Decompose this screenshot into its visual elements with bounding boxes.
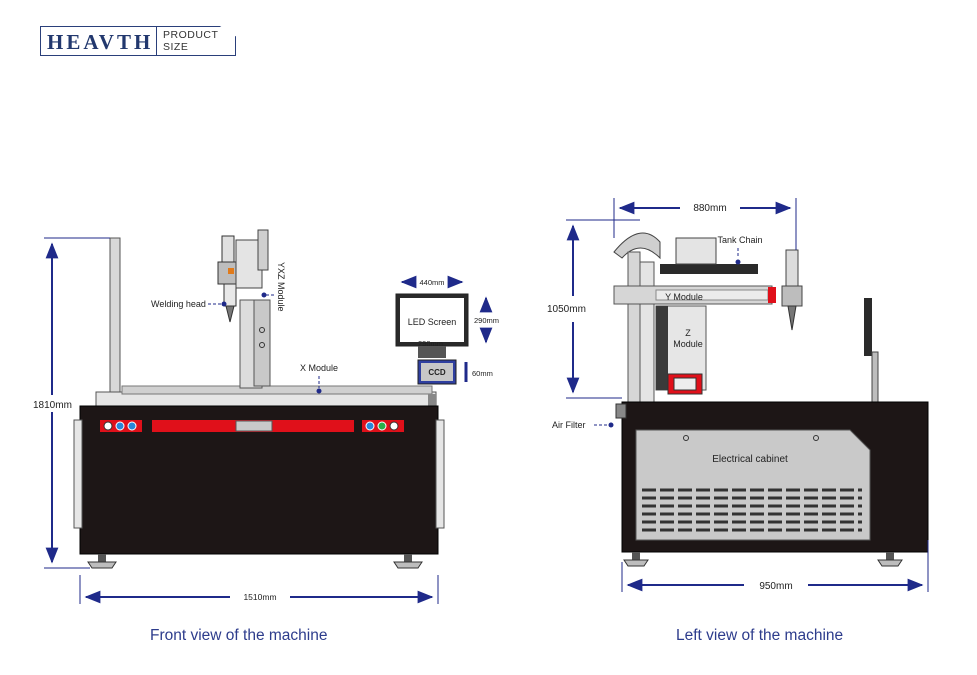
front-ccd-face [421, 363, 453, 381]
left-head-body [781, 285, 803, 307]
left-head-tip [787, 305, 797, 331]
electrical-cabinet-label: Electrical cabinet [712, 454, 788, 465]
front-head-cable [257, 229, 269, 271]
ccd-height-label: 60mm [472, 369, 493, 378]
left-foot-right [877, 559, 903, 567]
ccd-width-label: 290mm [418, 339, 443, 348]
cabinet-screw [683, 435, 689, 441]
brand-name: HEAVTH [47, 30, 154, 54]
front-cabinet-side-left [73, 419, 83, 529]
cabinet-screw [813, 435, 819, 441]
welding-head-label: Welding head [151, 299, 206, 309]
front-button-right-1 [365, 421, 375, 431]
welding-head-dot [221, 301, 227, 307]
led-screen-label: LED Screen [408, 317, 457, 327]
left-height-label: 1050mm [547, 304, 586, 315]
front-pole [109, 237, 121, 397]
z-module-label-line1: Z [685, 328, 691, 338]
front-button-left-2 [115, 421, 125, 431]
front-monitor-screen [400, 298, 464, 342]
front-cabinet-side-right [435, 419, 445, 529]
front-foot-stem [404, 554, 412, 562]
tank-chain-dot [735, 259, 741, 265]
left-display-panel [864, 298, 872, 356]
air-filter-device [615, 403, 627, 419]
front-button-left-3 [127, 421, 137, 431]
left-column-inner [639, 261, 655, 403]
air-filter-label: Air Filter [552, 420, 586, 430]
y-module-stop [768, 287, 776, 303]
air-filter-dot [608, 422, 614, 428]
screen-width-label: 440mm [419, 278, 444, 287]
left-column-outer [627, 251, 641, 403]
front-foot-left [87, 561, 117, 569]
front-gantry-bolt [259, 342, 265, 348]
front-height-label: 1810mm [33, 400, 72, 411]
yxz-module-label: YXZ Module [276, 262, 286, 312]
x-module-label: X Module [300, 363, 338, 373]
left-motor [675, 237, 717, 265]
front-button-right-3 [389, 421, 399, 431]
brand-logo: HEAVTH PRODUCT SIZE [40, 26, 238, 56]
left-view-caption: Left view of the machine [676, 627, 844, 644]
front-panel-handle [235, 420, 273, 432]
front-ccd-mount [428, 394, 436, 408]
front-gantry-bolt [259, 327, 265, 333]
brand-logo-box: HEAVTH [40, 26, 157, 56]
front-view-drawing: 1810mm 1510mm 440mm 290mm 290mm 60mm LED… [33, 229, 499, 604]
front-foot-stem [98, 554, 106, 562]
left-display-arm [871, 351, 879, 403]
brand-tag-line1: PRODUCT [163, 29, 219, 41]
front-foot-right [393, 561, 423, 569]
brand-tag-line2: SIZE [163, 41, 189, 53]
tank-chain [660, 264, 758, 274]
left-foot-stem [886, 552, 894, 560]
left-foot-left [623, 559, 649, 567]
brand-tag: PRODUCT SIZE [155, 26, 236, 56]
x-module-dot [316, 388, 322, 394]
cabinet-vents [642, 488, 862, 532]
front-width-label: 1510mm [243, 592, 276, 602]
front-view-caption: Front view of the machine [150, 627, 328, 644]
tank-chain-label: Tank Chain [717, 235, 762, 245]
front-head-marker [228, 268, 234, 274]
front-x-rail [121, 385, 433, 395]
front-head-tip [225, 305, 235, 323]
left-foot-stem [632, 552, 640, 560]
left-top-width-label: 880mm [693, 203, 726, 214]
z-module-window [673, 377, 697, 391]
front-button-left-1 [103, 421, 113, 431]
screen-height-label: 290mm [474, 316, 499, 325]
z-module-chain [656, 306, 668, 390]
ccd-label: CCD [428, 368, 446, 377]
left-base-width-label: 950mm [759, 581, 792, 592]
y-module-label: Y Module [665, 292, 703, 302]
left-view-drawing: 880mm 1050mm 950mm Y Module Z Module Tan… [547, 198, 929, 592]
left-head-top [785, 249, 799, 287]
yxz-module-dot [261, 292, 267, 298]
front-button-right-2 [377, 421, 387, 431]
front-monitor-stand [418, 346, 446, 358]
z-module-label-line2: Module [673, 339, 703, 349]
